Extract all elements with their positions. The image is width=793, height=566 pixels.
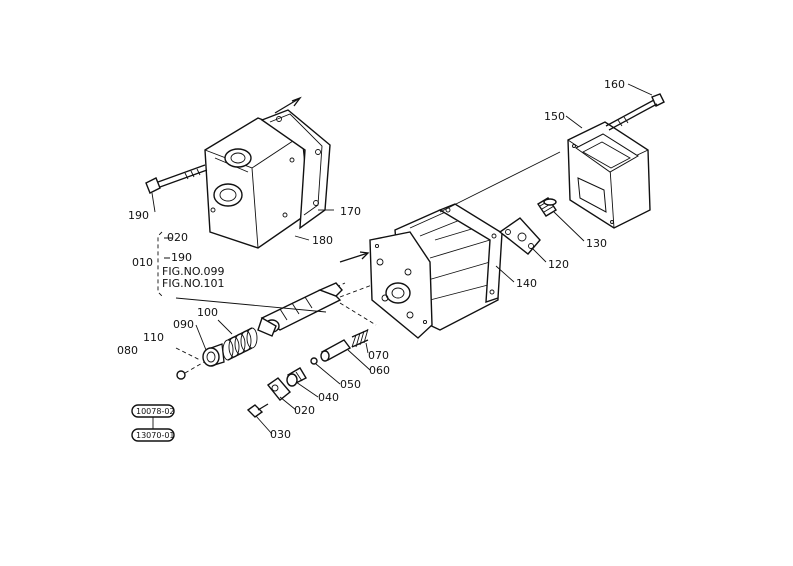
label-010: 010 [132,256,153,269]
label-170: 170 [340,205,361,218]
reference-line [175,297,327,313]
reference-box-b [131,428,175,442]
spring-100 [222,327,258,361]
label-110: 110 [143,331,164,344]
label-040: 040 [318,391,339,404]
alignment-line [439,151,561,213]
cover-150 [567,121,651,229]
label-180: 180 [312,234,333,247]
fitting-130 [537,197,557,217]
end-cover-plate [369,231,433,339]
sleeve-090 [202,343,225,367]
flow-arrow-2-head [359,251,370,260]
flow-arrow-2-line [339,252,369,263]
label-090: 090 [173,318,194,331]
label-190: 190 [128,209,149,222]
label-070: 070 [368,349,389,362]
label-080: 080 [117,344,138,357]
flow-arrow-head [291,96,302,107]
group-ticks [164,237,172,259]
label-190-group: 190 [171,251,192,264]
spring-070 [351,328,369,348]
label-020-group: 020 [167,231,188,244]
reference-text-a: 10078-02 [136,407,175,416]
dash-080 [184,361,205,374]
housing-180 [204,117,311,249]
leader-lines [151,83,653,435]
reference-text-b: 13070-01 [136,431,175,440]
bolt-030 [246,403,269,418]
group-bracket [157,231,163,297]
label-150: 150 [544,110,565,123]
label-060: 060 [369,364,390,377]
bolt-160 [605,93,665,131]
label-050: 050 [340,378,361,391]
label-020: 020 [294,404,315,417]
label-fig-099: FIG.NO.099 [162,265,225,278]
plate-120 [498,217,541,255]
flow-arrow-line [274,97,301,114]
label-030: 030 [270,428,291,441]
plug-040 [286,367,307,387]
label-140: 140 [516,277,537,290]
o-ring-080 [176,370,186,380]
label-160: 160 [604,78,625,91]
bracket-020 [266,377,292,401]
dash-110 [175,347,201,361]
label-130: 130 [586,237,607,250]
bolt-190 [145,164,208,194]
label-120: 120 [548,258,569,271]
label-100: 100 [197,306,218,319]
plunger-060 [320,339,352,362]
o-ring-050 [310,357,318,365]
label-fig-101: FIG.NO.101 [162,277,225,290]
